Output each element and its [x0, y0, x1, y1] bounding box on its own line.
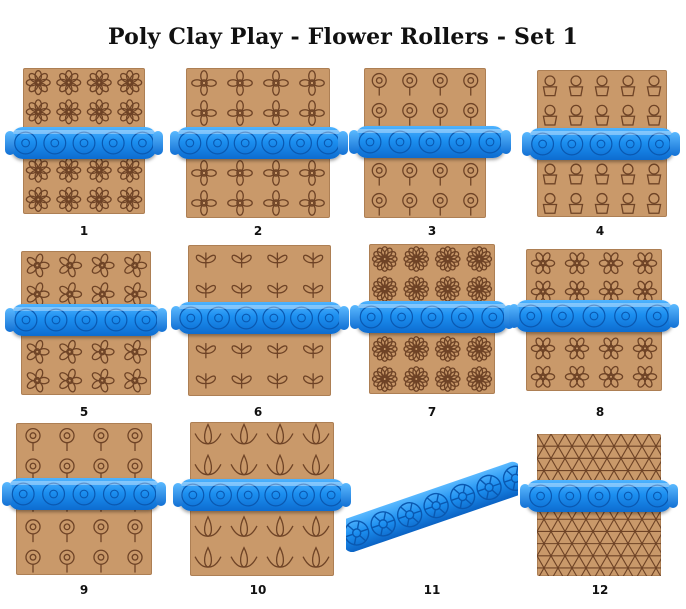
- blue-roller: [520, 480, 678, 512]
- diagonal-blue-roller: [346, 461, 518, 552]
- blue-roller: [171, 302, 349, 334]
- blue-roller: [5, 127, 163, 159]
- blue-roller: [350, 301, 514, 333]
- blue-roller: [509, 300, 679, 332]
- blue-roller: [522, 128, 680, 160]
- blue-roller: [2, 478, 166, 510]
- item-number: 10: [249, 583, 267, 597]
- blue-roller: [349, 126, 511, 158]
- item-number: 4: [595, 224, 605, 238]
- item-number: 6: [253, 405, 263, 419]
- item-number: 2: [253, 224, 263, 238]
- item-number: 3: [427, 224, 437, 238]
- item-number: 8: [595, 405, 605, 419]
- item-number: 11: [423, 583, 441, 597]
- page-title: Poly Clay Play - Flower Rollers - Set 1: [107, 24, 579, 50]
- item-number: 9: [79, 583, 89, 597]
- blue-roller: [170, 127, 348, 159]
- item-number: 7: [427, 405, 437, 419]
- item-number: 1: [79, 224, 89, 238]
- item-number: 12: [591, 583, 609, 597]
- blue-roller: [173, 479, 351, 511]
- blue-roller: [5, 304, 167, 336]
- item-number: 5: [79, 405, 89, 419]
